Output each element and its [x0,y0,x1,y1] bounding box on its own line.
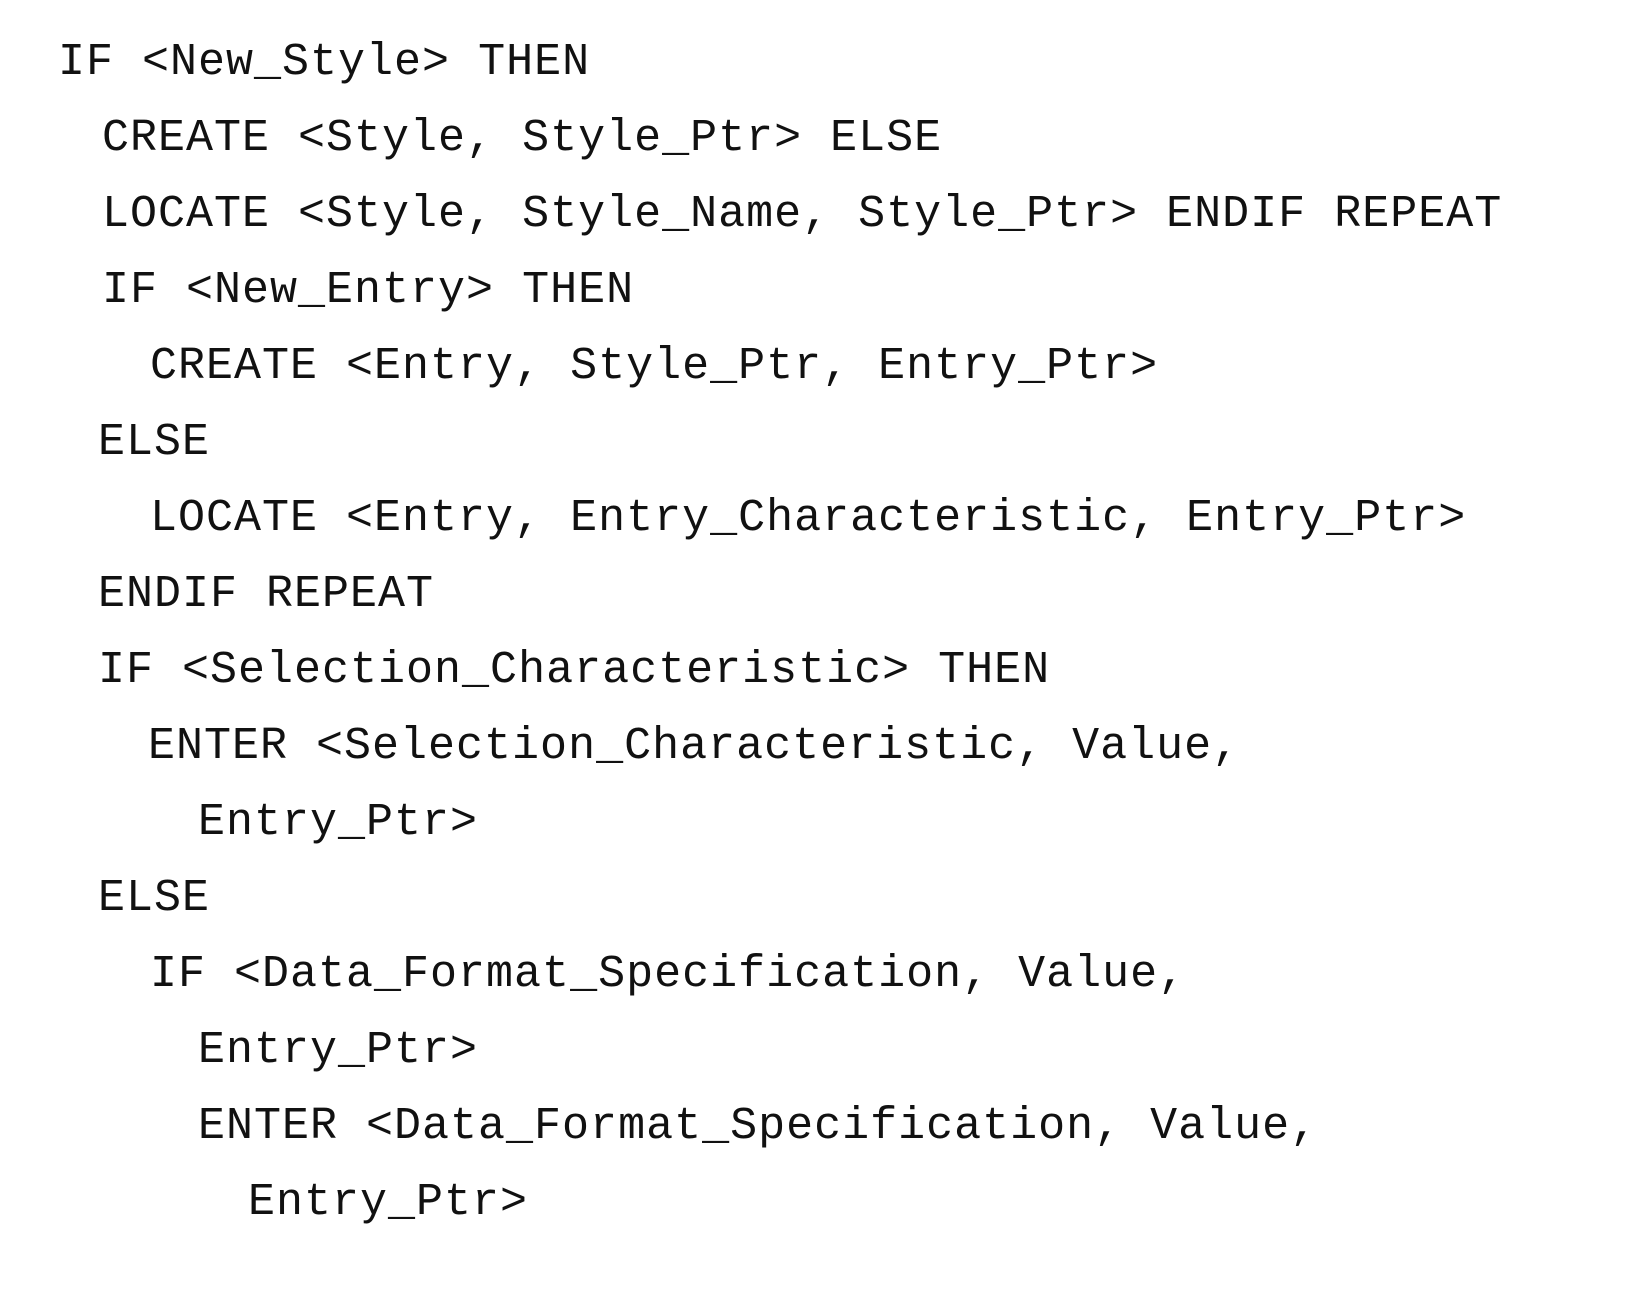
code-line: LOCATE <Style, Style_Name, Style_Ptr> EN… [102,189,1503,240]
code-line: Entry_Ptr> [198,1025,479,1076]
code-line: CREATE <Style, Style_Ptr> ELSE [102,113,943,164]
code-line: ELSE [98,417,211,468]
code-line: IF <New_Style> THEN [58,37,591,88]
code-line: ENTER <Data_Format_Specification, Value, [198,1101,1319,1152]
code-line: CREATE <Entry, Style_Ptr, Entry_Ptr> [150,341,1159,392]
code-line: IF <New_Entry> THEN [102,265,635,316]
code-line: ENTER <Selection_Characteristic, Value, [148,721,1241,772]
code-line: Entry_Ptr> [248,1177,529,1228]
code-line: LOCATE <Entry, Entry_Characteristic, Ent… [150,493,1467,544]
code-line: IF <Data_Format_Specification, Value, [150,949,1187,1000]
code-line: ELSE [98,873,211,924]
code-line: Entry_Ptr> [198,797,479,848]
code-line: IF <Selection_Characteristic> THEN [98,645,1051,696]
code-line: ENDIF REPEAT [98,569,435,620]
